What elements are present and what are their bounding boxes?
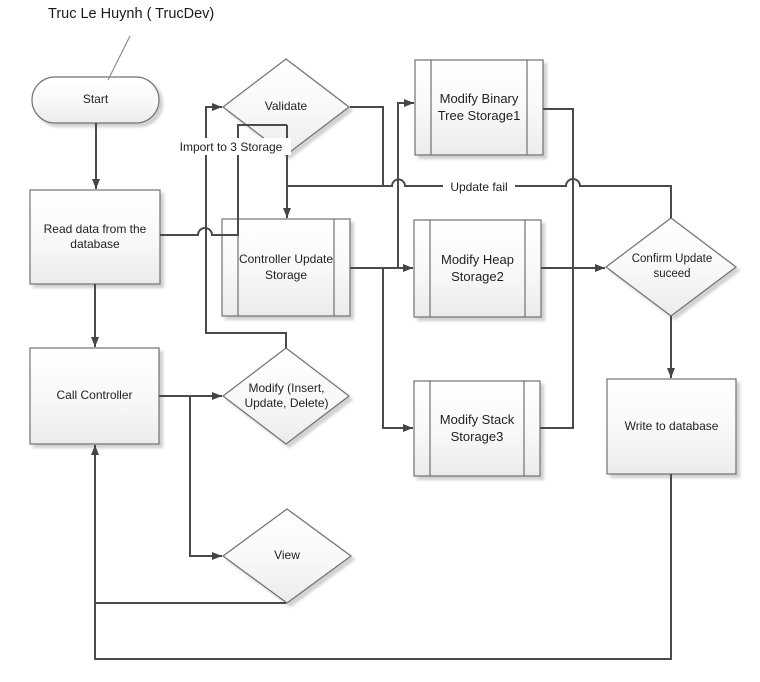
edge-callcontroller-to-view: [189, 396, 222, 560]
edge-write-to-callcontroller: [91, 445, 672, 660]
edge-validate-right: [350, 106, 384, 186]
start-node-shape: [31, 76, 160, 124]
edge-modify-to-validate: [205, 103, 287, 348]
edge-binary-to-merge: [543, 108, 574, 268]
modify-decision-shape: [222, 347, 350, 445]
predefined-process-bars: [237, 60, 528, 476]
write-db-node-shape: [606, 378, 737, 475]
edge-read-to-controllerupdate: [160, 124, 287, 236]
controller-update-node-shape: [221, 218, 351, 317]
edge-update-fail: [287, 178, 672, 218]
edge-controller-to-stack: [382, 268, 413, 432]
call-controller-node-shape: [29, 347, 160, 445]
title-callout-line: [107, 35, 131, 81]
modify-binary-node-shape: [414, 59, 544, 156]
confirm-decision-shape: [605, 217, 737, 317]
modify-heap-node-shape: [413, 219, 542, 318]
modify-stack-node-shape: [413, 380, 541, 477]
read-data-node-shape: [29, 189, 161, 285]
edge-stack-to-merge: [540, 268, 574, 429]
view-decision-shape: [221, 508, 353, 604]
edge-controller-to-binary: [397, 99, 414, 268]
